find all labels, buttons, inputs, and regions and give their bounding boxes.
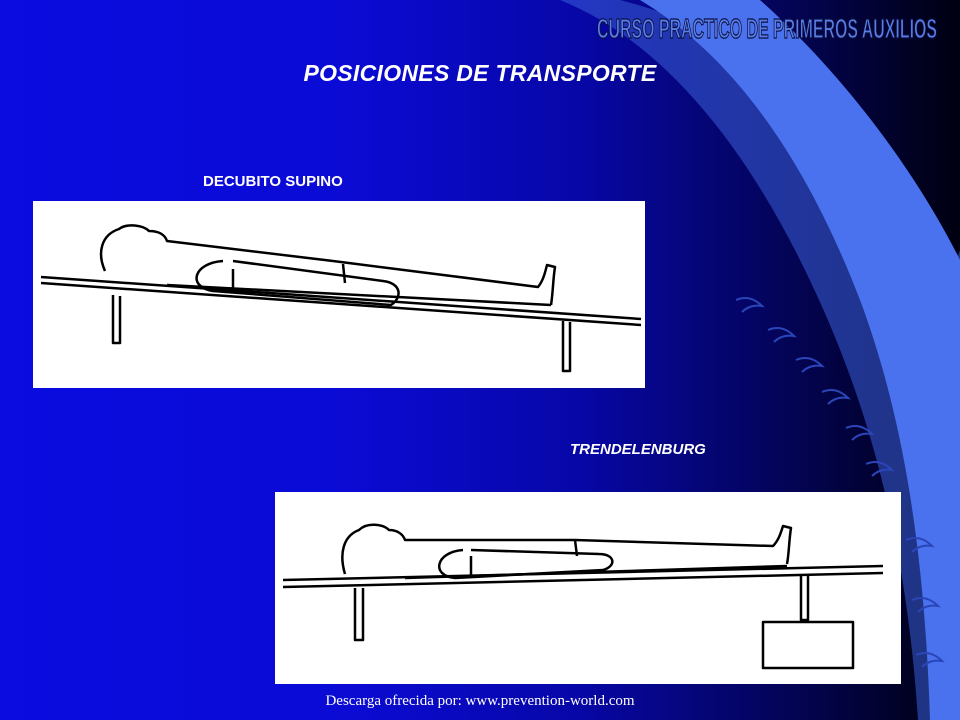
figure-label-trendelenburg: TRENDELENBURG	[570, 441, 706, 458]
trendelenburg-stretcher-drawing	[282, 523, 884, 670]
course-title: CURSO PRACTICO DE PRIMEROS AUXILIOS	[596, 12, 937, 44]
supine-stretcher-drawing	[40, 224, 642, 373]
page-title: POSICIONES DE TRANSPORTE	[303, 60, 657, 86]
figure-label-supino: DECUBITO SUPINO	[203, 173, 343, 190]
footer-download: Descarga ofrecida por: www.prevention-wo…	[325, 693, 635, 709]
bird-icons	[735, 297, 945, 668]
figure-decubito-supino	[33, 201, 645, 388]
footer-author: Autor: David Linares	[415, 671, 545, 687]
figure-trendelenburg	[275, 492, 901, 684]
course-title-text: CURSO PRACTICO DE PRIMEROS AUXILIOS	[597, 13, 937, 44]
